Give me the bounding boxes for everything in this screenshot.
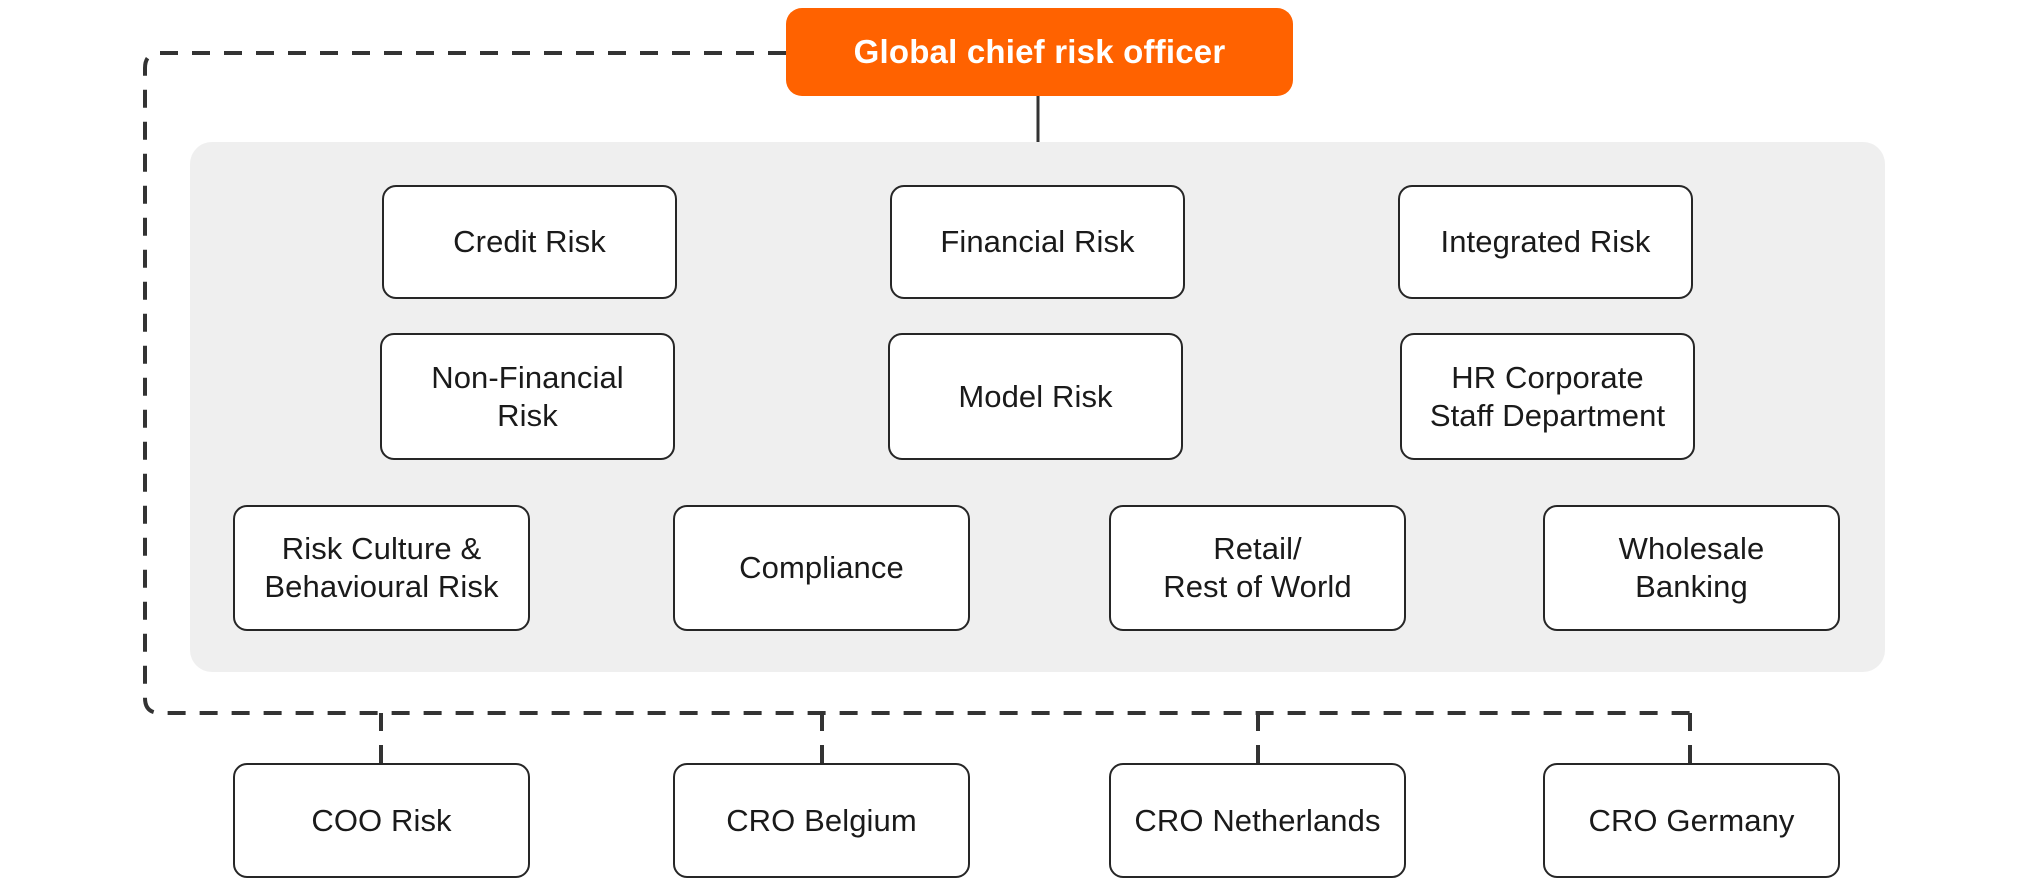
node-non-financial-risk[interactable]: Non-Financial Risk (380, 333, 675, 460)
node-risk-culture-behavioural-risk[interactable]: Risk Culture & Behavioural Risk (233, 505, 530, 631)
node-integrated-risk[interactable]: Integrated Risk (1398, 185, 1693, 299)
node-global-chief-risk-officer[interactable]: Global chief risk officer (786, 8, 1293, 96)
node-financial-risk[interactable]: Financial Risk (890, 185, 1185, 299)
node-model-risk[interactable]: Model Risk (888, 333, 1183, 460)
node-retail-rest-of-world[interactable]: Retail/ Rest of World (1109, 505, 1406, 631)
node-compliance[interactable]: Compliance (673, 505, 970, 631)
node-credit-risk[interactable]: Credit Risk (382, 185, 677, 299)
node-coo-risk[interactable]: COO Risk (233, 763, 530, 878)
node-cro-belgium[interactable]: CRO Belgium (673, 763, 970, 878)
node-cro-netherlands[interactable]: CRO Netherlands (1109, 763, 1406, 878)
node-cro-germany[interactable]: CRO Germany (1543, 763, 1840, 878)
node-hr-corporate-staff-department[interactable]: HR Corporate Staff Department (1400, 333, 1695, 460)
node-wholesale-banking[interactable]: Wholesale Banking (1543, 505, 1840, 631)
connector-drop-coo-risk (379, 713, 383, 765)
